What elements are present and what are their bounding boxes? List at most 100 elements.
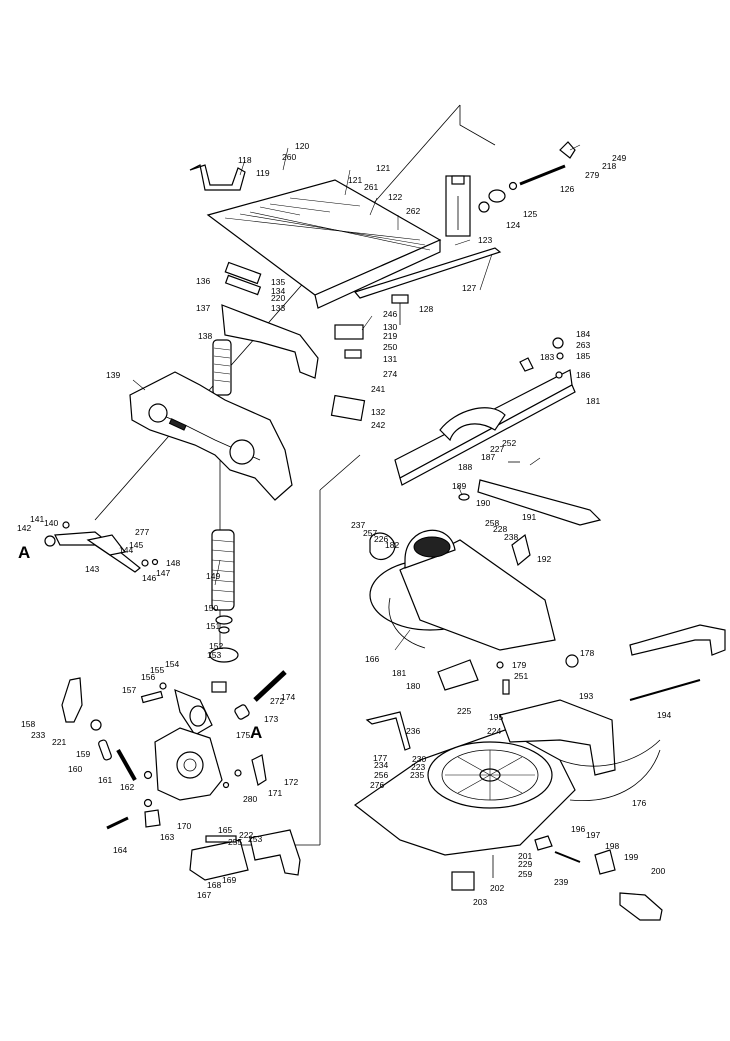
leader-lines <box>132 144 581 651</box>
part-callout: 184 <box>576 329 590 339</box>
part-callout: 172 <box>284 777 298 787</box>
part-callout: 189 <box>452 481 466 491</box>
fence-188 <box>477 479 602 526</box>
part-callout: 160 <box>68 764 82 774</box>
part-callout: 146 <box>142 573 156 583</box>
part-callout: 221 <box>52 737 66 747</box>
part-callout: 272 <box>270 696 284 706</box>
part-callout: 124 <box>506 220 520 230</box>
part-callout: 135 <box>271 277 285 287</box>
marker-a-left: A <box>18 543 30 562</box>
bracket-118 <box>189 164 246 191</box>
part-callout: 143 <box>85 564 99 574</box>
part-callout: 121 <box>348 175 362 185</box>
part-callout: 229 <box>518 859 532 869</box>
part-callout: 197 <box>586 830 600 840</box>
part-callout: 234 <box>374 760 388 770</box>
pointer-179 <box>437 659 479 691</box>
part-callout: 133 <box>271 303 285 313</box>
part-callout: 279 <box>585 170 599 180</box>
part-callout: 131 <box>383 354 397 364</box>
part-callout: 224 <box>487 726 501 736</box>
part-callout: 246 <box>383 309 397 319</box>
part-callout: 155 <box>150 665 164 675</box>
part-callout: 176 <box>632 798 646 808</box>
part-callout: 120 <box>295 141 309 151</box>
part-callout: 152 <box>209 641 223 651</box>
part-callout: 230 <box>412 754 426 764</box>
part-callout: 126 <box>560 184 574 194</box>
part-callout: 193 <box>579 691 593 701</box>
block-204 <box>451 871 475 891</box>
part-callout: 171 <box>268 788 282 798</box>
part-callout: 204 <box>0 0 14 2</box>
part-callout: 241 <box>371 384 385 394</box>
part-callout: 258 <box>485 518 499 528</box>
part-callout: 280 <box>243 794 257 804</box>
part-callout: 127 <box>462 283 476 293</box>
part-callout: 257 <box>363 528 377 538</box>
part-callout: 118 <box>238 155 252 165</box>
part-callout: 223 <box>411 762 425 772</box>
fence-plate <box>221 304 319 379</box>
part-callout: 255 <box>228 837 242 847</box>
part-callout: 250 <box>383 342 397 352</box>
part-callout: 261 <box>364 182 378 192</box>
part-callout: 252 <box>502 438 516 448</box>
part-callout: 253 <box>248 834 262 844</box>
part-callout: 121 <box>376 163 390 173</box>
part-callout: 122 <box>388 192 402 202</box>
part-callout: 262 <box>406 206 420 216</box>
part-callout: 260 <box>282 152 296 162</box>
part-callout: 201 <box>518 851 532 861</box>
turntable-top <box>399 539 556 651</box>
part-callout: 256 <box>374 770 388 780</box>
part-callout: 222 <box>239 830 253 840</box>
part-callout: 174 <box>281 692 295 702</box>
part-callout: 161 <box>98 775 112 785</box>
part-callout: 251 <box>514 671 528 681</box>
rail-bar <box>353 247 502 299</box>
part-callout: 179 <box>512 660 526 670</box>
part-callout: 163 <box>160 832 174 842</box>
part-callout: 228 <box>493 524 507 534</box>
part-callout: 199 <box>624 852 638 862</box>
part-callout: 239 <box>554 877 568 887</box>
part-callout: 170 <box>177 821 191 831</box>
part-callout: 158 <box>21 719 35 729</box>
part-callout: 136 <box>196 276 210 286</box>
part-callout: 130 <box>383 322 397 332</box>
part-callout: 147 <box>156 568 170 578</box>
part-callout: 125 <box>523 209 537 219</box>
part-callout: 219 <box>383 331 397 341</box>
part-callout: 164 <box>113 845 127 855</box>
part-callout: 181 <box>586 396 600 406</box>
part-callout: 274 <box>383 369 397 379</box>
part-callout: 159 <box>76 749 90 759</box>
part-callout: 167 <box>197 890 211 900</box>
arm-base-assembly <box>61 670 301 881</box>
part-callout: 119 <box>256 168 270 178</box>
part-callout: 178 <box>580 648 594 658</box>
part-callout: 128 <box>419 304 433 314</box>
linkage-assembly <box>44 521 159 573</box>
part-callout: 138 <box>198 331 212 341</box>
part-callout: 220 <box>271 293 285 303</box>
part-callout: 276 <box>370 780 384 790</box>
part-callout: 180 <box>406 681 420 691</box>
part-callout: 151 <box>206 621 220 631</box>
part-callout: 187 <box>481 452 495 462</box>
part-callout: 249 <box>612 153 626 163</box>
part-callout: 137 <box>196 303 210 313</box>
part-callout: 233 <box>31 730 45 740</box>
part-callout: 196 <box>571 824 585 834</box>
part-callout: 182 <box>385 540 399 550</box>
part-callout: 156 <box>141 672 155 682</box>
part-callout: 263 <box>576 340 590 350</box>
part-callout: 166 <box>365 654 379 664</box>
part-callout: 185 <box>576 351 590 361</box>
part-callout: 242 <box>371 420 385 430</box>
part-callout: 149 <box>206 571 220 581</box>
